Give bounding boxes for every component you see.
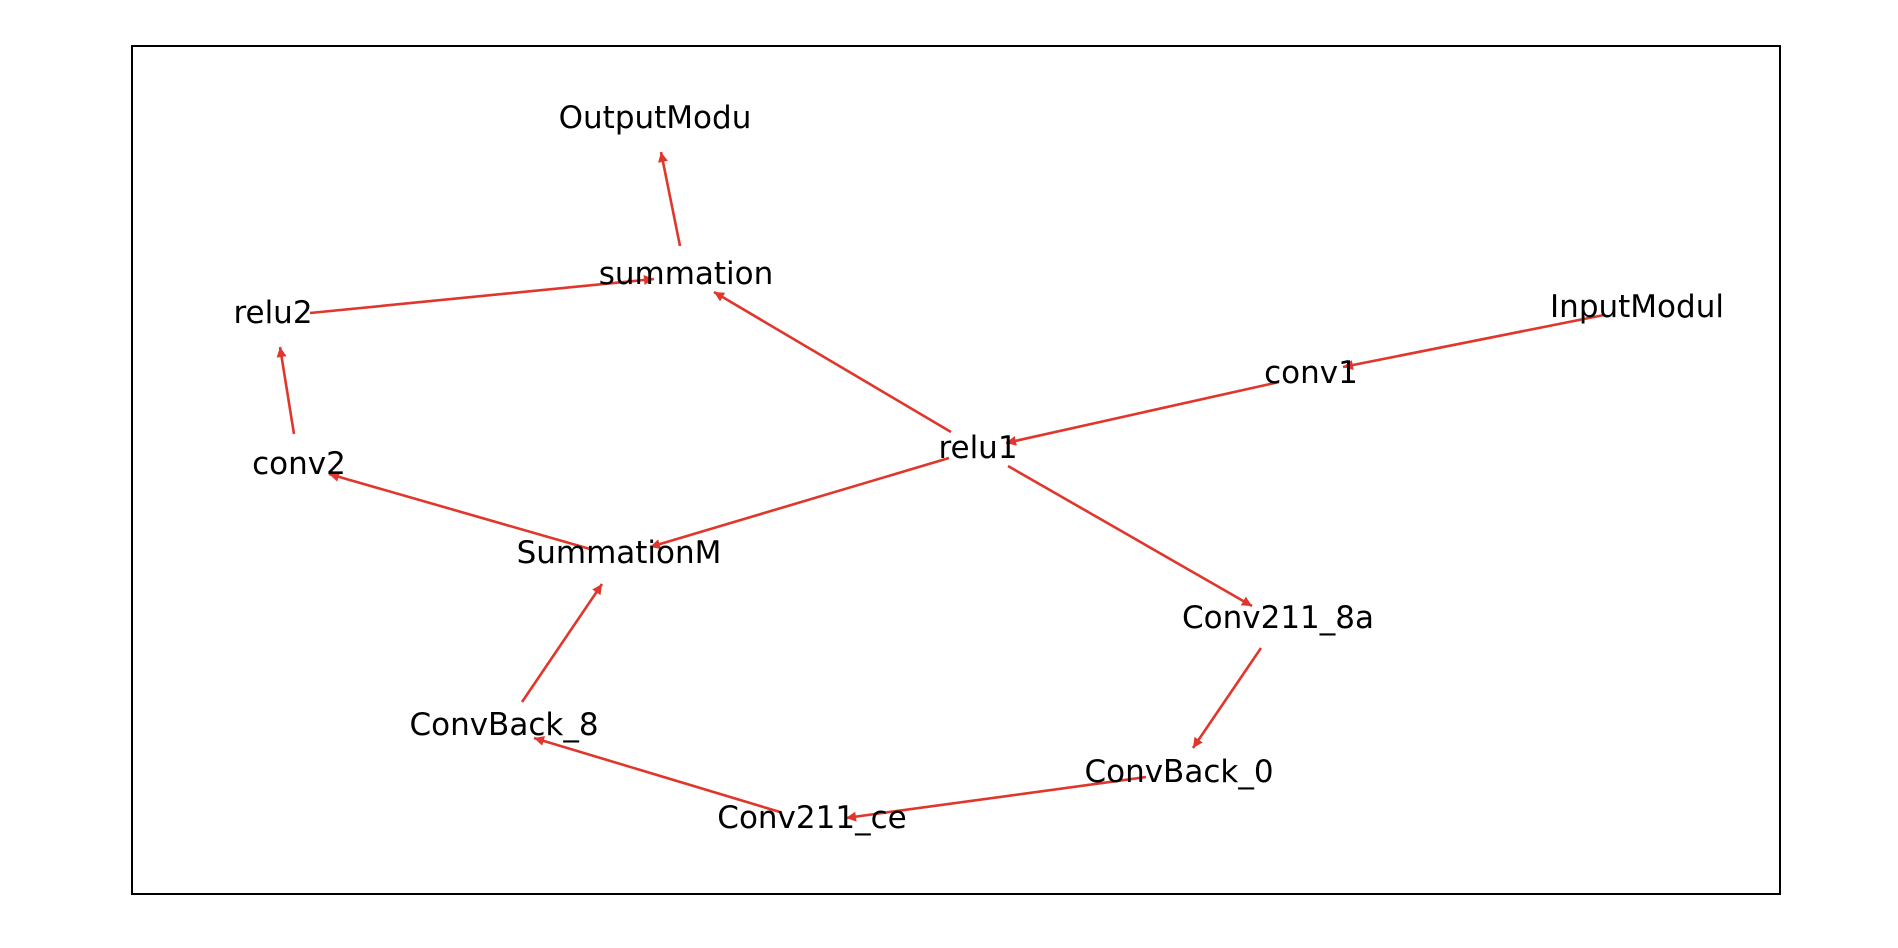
arrowhead-icon	[658, 152, 668, 163]
node-label-conv2: conv2	[252, 446, 346, 482]
node-label-summation: summation	[599, 256, 774, 292]
node-label-relu2: relu2	[233, 295, 312, 331]
node-label-conv1: conv1	[1264, 355, 1358, 391]
node-label-ConvBack_8: ConvBack_8	[409, 707, 598, 743]
node-label-OutputModu: OutputModu	[559, 100, 752, 136]
edge-summation-to-OutputModu	[658, 151, 682, 247]
edge-line	[1342, 313, 1605, 369]
edge-line	[659, 151, 682, 247]
edge-Conv211_ce-to-ConvBack_8	[533, 736, 781, 814]
edge-line	[309, 277, 655, 315]
edge-relu2-to-summation	[309, 275, 655, 315]
arrowhead-icon	[1193, 736, 1203, 748]
arrowhead-icon	[1240, 596, 1252, 606]
edge-line	[713, 290, 952, 434]
edges-layer	[276, 151, 1605, 822]
edge-line	[278, 346, 296, 435]
edge-Conv211_8a-to-ConvBack_0	[1191, 647, 1263, 749]
edge-line	[845, 775, 1147, 820]
arrowhead-icon	[714, 292, 726, 302]
node-label-relu1: relu1	[938, 430, 1017, 466]
arrowhead-icon	[534, 736, 546, 746]
edge-ConvBack_8-to-SummationM	[520, 583, 604, 703]
edge-ConvBack_0-to-Conv211_ce	[845, 775, 1147, 822]
edge-SummationM-to-conv2	[328, 471, 591, 551]
edge-line	[533, 736, 781, 814]
edge-relu1-to-SummationM	[649, 456, 950, 549]
node-label-SummationM: SummationM	[517, 535, 722, 571]
nodes-layer: OutputModu summation relu2 InputModul conv1 c…	[233, 100, 1724, 836]
node-label-ConvBack_0: ConvBack_0	[1084, 754, 1273, 790]
arrowhead-icon	[329, 471, 340, 482]
diagram-frame	[131, 45, 1781, 895]
arrowhead-icon	[276, 347, 287, 358]
edge-line	[1191, 647, 1263, 749]
edge-conv1-to-relu1	[1005, 380, 1280, 446]
edge-line	[1005, 380, 1280, 445]
edge-line	[649, 456, 950, 549]
node-label-Conv211_8a: Conv211_8a	[1182, 600, 1374, 636]
arrowhead-icon	[650, 539, 662, 549]
arrowhead-icon	[846, 811, 857, 822]
edge-line	[328, 472, 591, 551]
edge-relu1-to-summation	[713, 290, 952, 434]
edge-line	[1007, 464, 1253, 608]
arrowhead-icon	[592, 584, 602, 596]
edge-relu1-to-Conv211_8a	[1007, 464, 1253, 608]
arrowhead-icon	[1343, 360, 1354, 370]
edge-InputModul-to-conv1	[1342, 313, 1605, 370]
arrowhead-icon	[1006, 435, 1017, 446]
node-label-Conv211_ce: Conv211_ce	[717, 800, 906, 836]
node-label-InputModul: InputModul	[1550, 289, 1724, 325]
edge-line	[520, 583, 604, 703]
edge-conv2-to-relu2	[276, 346, 296, 435]
arrowhead-icon	[643, 275, 654, 285]
